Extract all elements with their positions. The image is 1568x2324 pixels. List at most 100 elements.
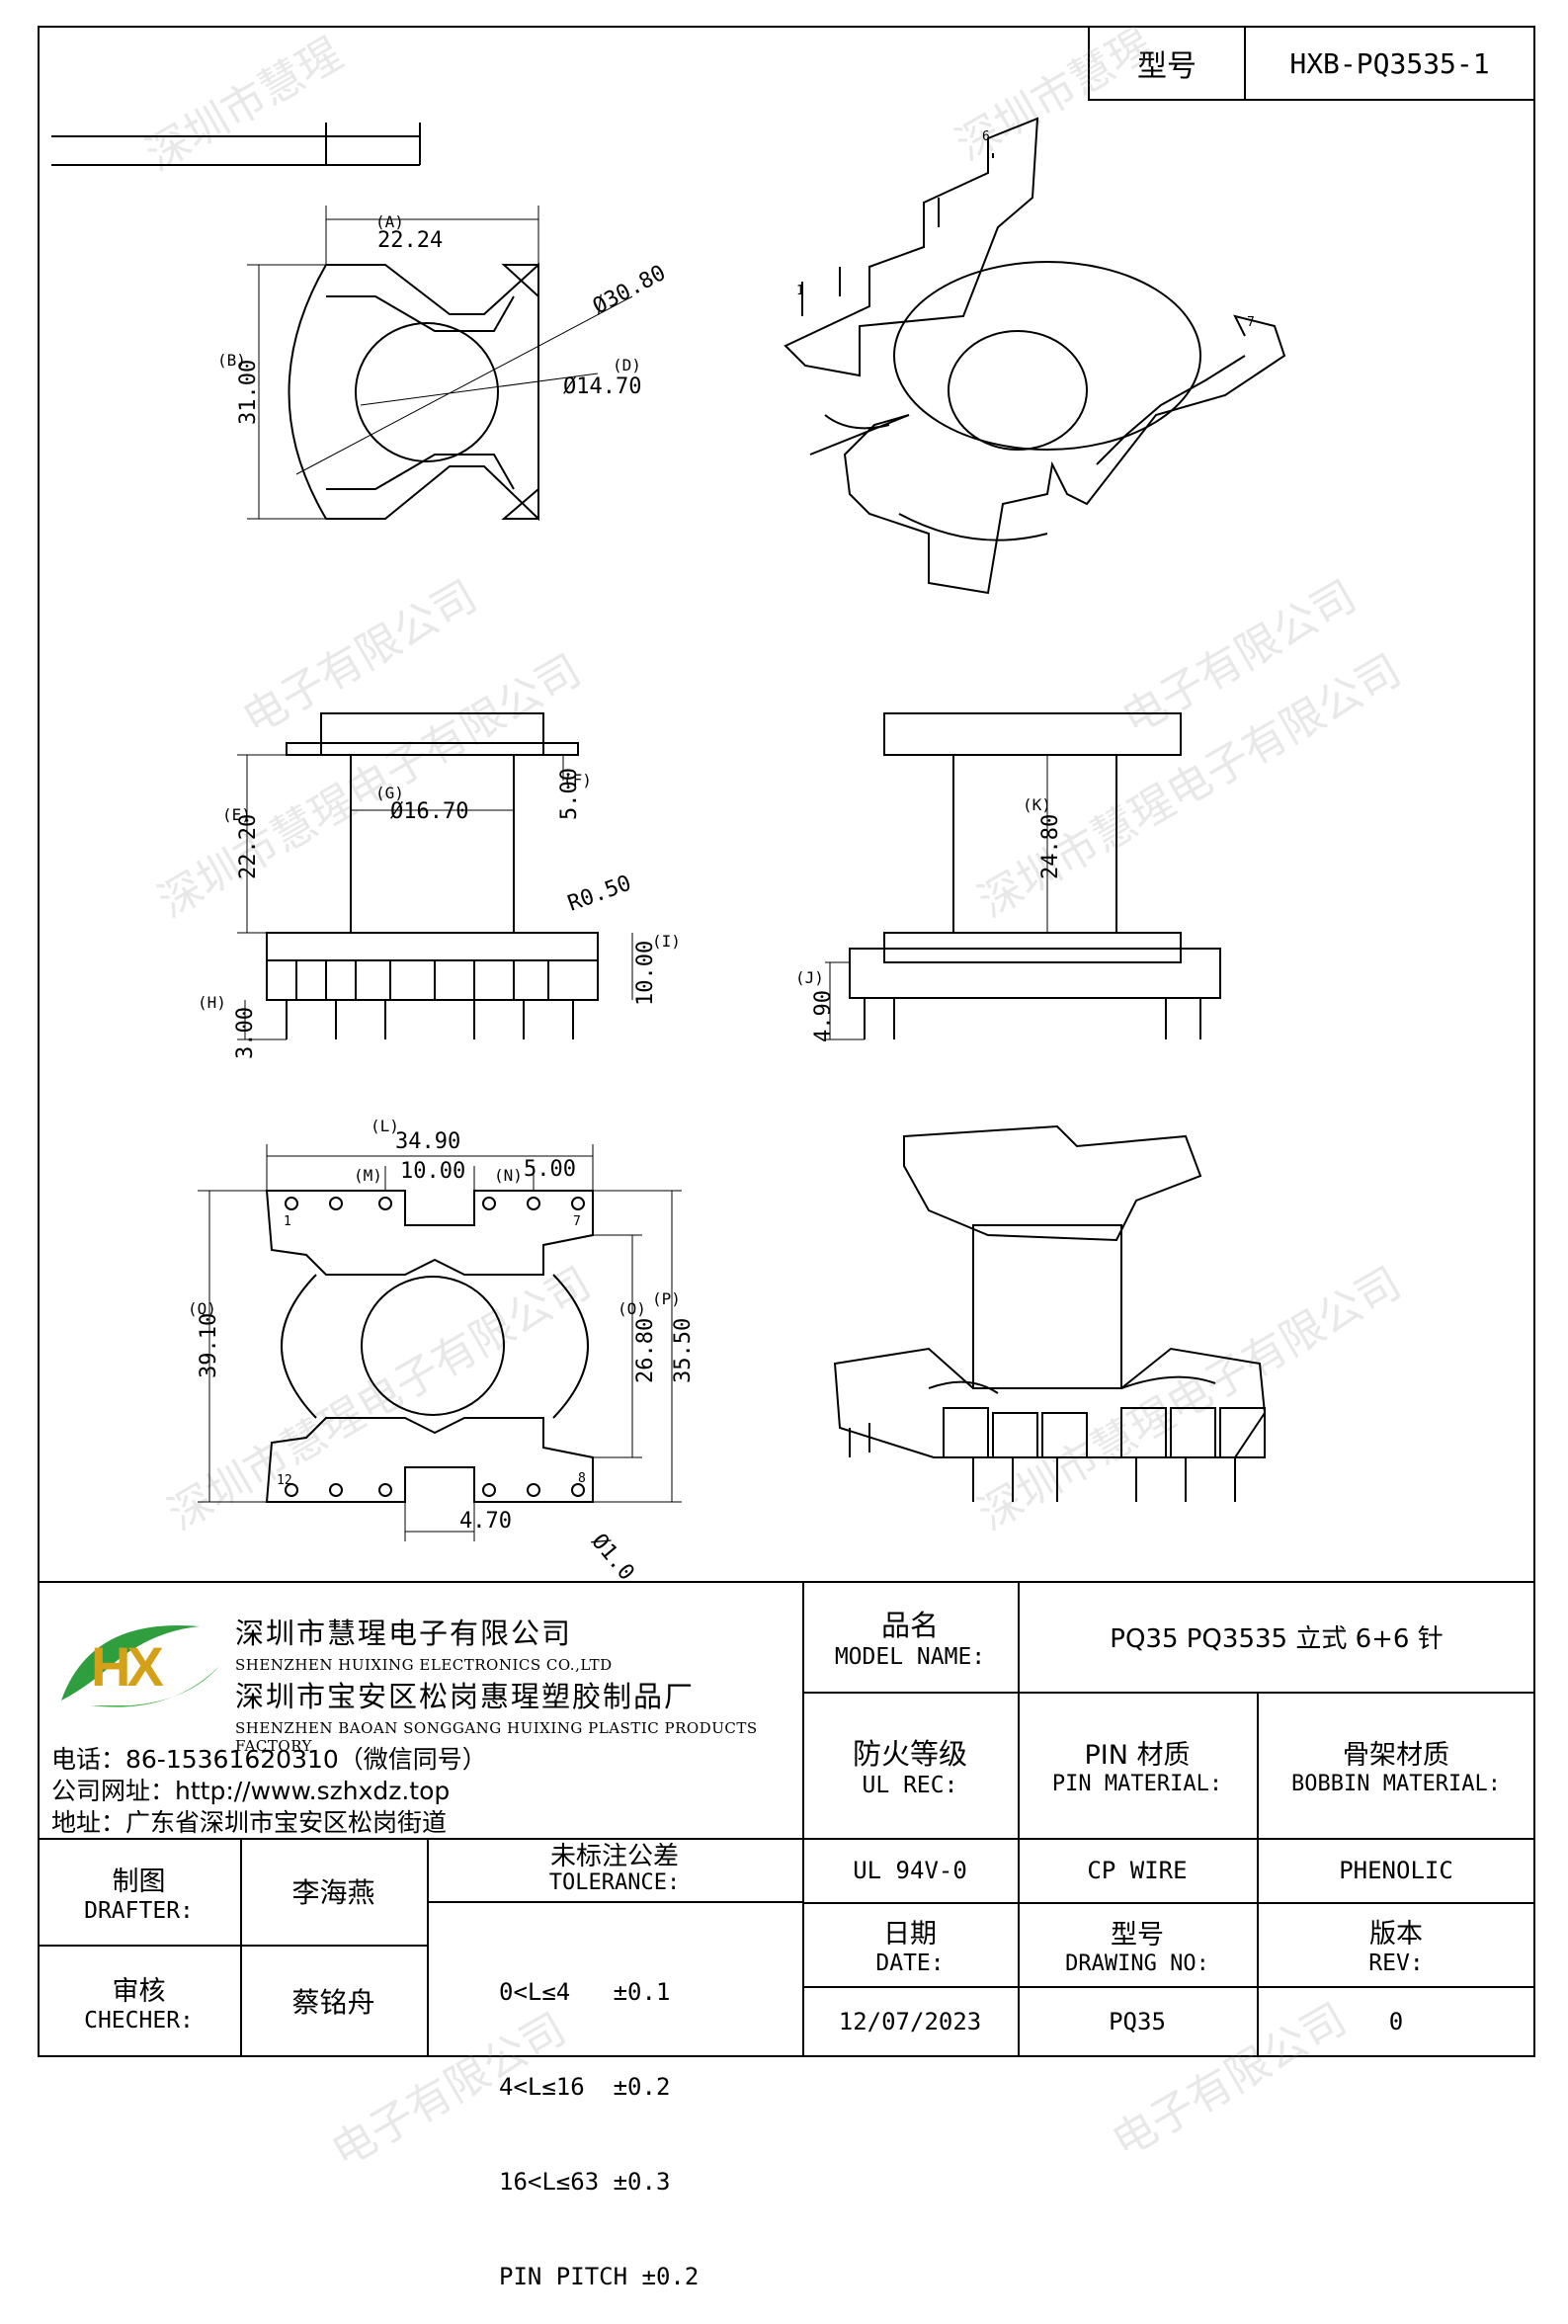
factory-name-en: SHENZHEN BAOAN SONGGANG HUIXING PLASTIC … [235, 1719, 758, 1755]
pin-material-value: CP WIRE [1018, 1838, 1257, 1902]
fire-rating-en: UL REC: [862, 1773, 958, 1798]
bottom-view [198, 1144, 682, 1541]
dim-E: 22.20 [236, 814, 261, 879]
dim-L-letter: (L) [371, 1117, 399, 1135]
dim-K: 24.80 [1038, 814, 1063, 879]
pin-label: 12 [277, 1473, 292, 1488]
header-model-value: HXB-PQ3535-1 [1244, 26, 1535, 101]
tolerance-label: 未标注公差 TOLERANCE: [427, 1838, 802, 1901]
dim-I-letter: (I) [652, 932, 681, 951]
date-label: 日期 DATE: [802, 1902, 1018, 1986]
dim-N-letter: (N) [494, 1166, 523, 1185]
dim-O-letter: (O) [618, 1299, 646, 1318]
side-view [825, 712, 1221, 1040]
revision-value: 0 [1257, 1986, 1535, 2057]
top-view-center-hole [355, 322, 499, 462]
dim-M-letter: (M) [354, 1166, 382, 1185]
drawing-frame [38, 26, 1535, 2057]
tolerance-row: 0<L≤4 ±0.1 [499, 1978, 671, 2006]
front-view [237, 712, 633, 1040]
bobbin-material-cn: 骨架材质 [1343, 1740, 1449, 1771]
tolerance-en: TOLERANCE: [548, 1870, 681, 1895]
fire-rating-value-text: UL 94V-0 [853, 1856, 967, 1884]
titleblock-top-border [38, 1581, 1535, 1583]
company-phone: 电话：86-15361620310（微信同号） [51, 1745, 487, 1774]
dim-Q: 39.10 [197, 1313, 221, 1378]
dim-I: 10.00 [633, 941, 658, 1006]
pin-label: 6 [982, 129, 990, 144]
pin-label: 7 [1247, 315, 1255, 330]
pin-material-en: PIN MATERIAL: [1051, 1772, 1223, 1796]
dim-N: 5.00 [524, 1157, 576, 1182]
dim-A: 22.24 [377, 228, 443, 253]
pin-material-cn: PIN 材质 [1084, 1740, 1191, 1771]
checker-value-text: 蔡铭舟 [291, 1986, 375, 2019]
header-model-value-text: HXB-PQ3535-1 [1289, 46, 1490, 80]
top-view-outline [288, 262, 539, 522]
dim-B: 31.00 [236, 360, 261, 425]
company-name-cn: 深圳市慧瑆电子有限公司 [235, 1617, 573, 1650]
date-value-text: 12/07/2023 [838, 2008, 982, 2035]
header-model-label-text: 型号 [1137, 49, 1197, 84]
model-name-value: PQ35 PQ3535 立式 6+6 针 [1018, 1581, 1535, 1692]
dim-K-letter: (K) [1023, 795, 1051, 814]
reference-line [51, 123, 421, 166]
drawing-no-en: DRAWING NO: [1065, 1950, 1209, 1976]
dim-J-letter: (J) [795, 968, 824, 987]
model-name-cn: 品名 [880, 1609, 939, 1642]
pin-label: 7 [573, 1214, 581, 1229]
revision-label: 版本 REV: [1257, 1902, 1535, 1986]
drafter-en: DRAFTER: [84, 1897, 194, 1924]
tolerance-row: 4<L≤16 ±0.2 [499, 2073, 671, 2101]
checker-cn: 审核 [112, 1975, 166, 2007]
date-cn: 日期 [883, 1919, 937, 1950]
grid-line [38, 1838, 1535, 1840]
company-block: HX 深圳市慧瑆电子有限公司 SHENZHEN HUIXING ELECTRON… [40, 1583, 800, 1838]
dim-P-letter: (P) [652, 1289, 681, 1308]
pin-material-value-text: CP WIRE [1087, 1856, 1188, 1884]
pin-label: 1 [284, 1214, 291, 1229]
iso-view-bottom [833, 1124, 1267, 1502]
dim-Z: Ø1.0 [586, 1530, 638, 1581]
tolerance-cn: 未标注公差 [549, 1842, 679, 1871]
company-website: 公司网址：http://www.szhxdz.top [51, 1777, 451, 1805]
bobbin-material-value-text: PHENOLIC [1339, 1856, 1453, 1884]
dim-G: Ø16.70 [390, 799, 468, 824]
dim-W: 4.70 [459, 1509, 512, 1534]
revision-en: REV: [1368, 1950, 1424, 1976]
iso-view-top [784, 117, 1286, 595]
tolerance-table: 0<L≤4 ±0.1 4<L≤16 ±0.2 16<L≤63 ±0.3 PIN … [499, 1913, 699, 2324]
dim-H: 3.00 [233, 1007, 258, 1059]
dim-M: 10.00 [400, 1159, 465, 1184]
logo-text: HX [91, 1635, 164, 1698]
grid-line [38, 1945, 427, 1947]
grid-line [1257, 1692, 1259, 2057]
top-view-wing [501, 264, 539, 520]
logo-swoosh [61, 1624, 219, 1707]
grid-line [1018, 1581, 1020, 2057]
grid-line [802, 1581, 804, 2057]
company-logo: HX [51, 1607, 229, 1715]
checker-en: CHECHER: [84, 2007, 194, 2034]
dim-E-letter: (E) [222, 805, 251, 824]
drawing-no-cn: 型号 [1111, 1919, 1164, 1950]
dim-F: 5.00 [557, 768, 582, 820]
model-name-label: 品名 MODEL NAME: [802, 1581, 1018, 1692]
drafter-value: 李海燕 [240, 1838, 427, 1945]
dim-A-letter: (A) [375, 212, 404, 231]
drafter-value-text: 李海燕 [291, 1876, 375, 1909]
company-address: 地址：广东省深圳市宝安区松岗街道 [51, 1808, 448, 1837]
date-en: DATE: [875, 1950, 945, 1976]
factory-name-cn: 深圳市宝安区松岗惠瑆塑胶制品厂 [235, 1680, 696, 1713]
pin-label: 8 [578, 1471, 586, 1486]
pin-material-label: PIN 材质 PIN MATERIAL: [1018, 1692, 1257, 1838]
dim-O: 26.80 [633, 1318, 658, 1383]
dim-F-letter: (F) [563, 771, 592, 789]
technical-drawing: (A) 22.24 (B) 31.00 Ø30.80 (D) Ø14.70 (E… [51, 117, 1286, 1581]
tolerance-row: PIN PITCH ±0.2 [499, 2263, 700, 2290]
dim-B-letter: (B) [217, 351, 246, 370]
dim-J: 4.90 [811, 990, 836, 1042]
top-view [247, 206, 633, 522]
header-model-label: 型号 [1088, 26, 1246, 101]
drafter-label: 制图 DRAFTER: [38, 1838, 240, 1945]
